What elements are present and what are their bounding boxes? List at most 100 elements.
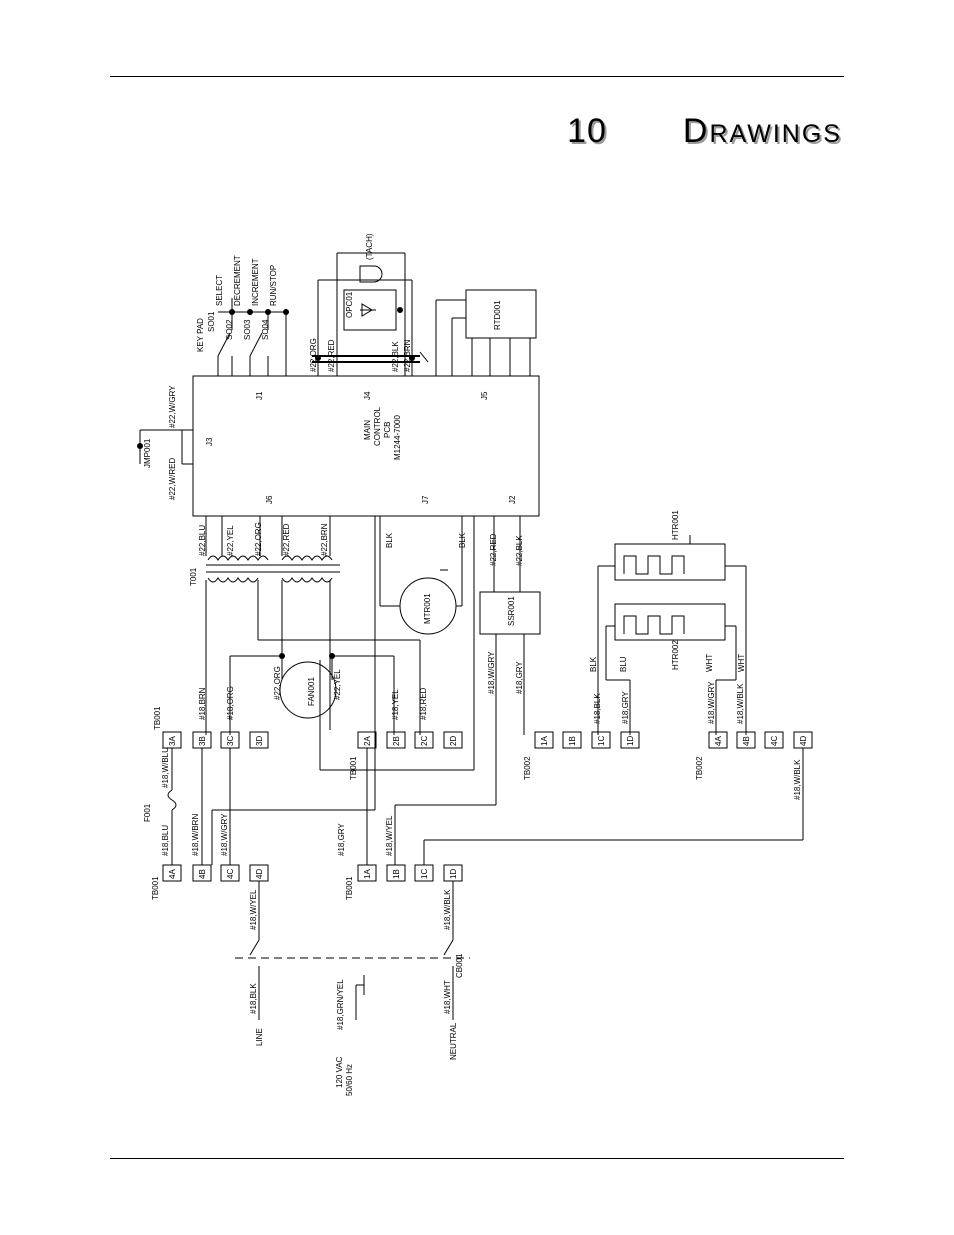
footer-rule	[110, 1158, 844, 1159]
tb002-left-label: TB002	[523, 756, 532, 780]
tb002-terminal-4a: 4A	[714, 736, 723, 746]
terminal-2b: 2B	[392, 736, 401, 746]
opto-wire-blk: #22,BLK	[391, 341, 400, 372]
supply-frequency: 50/60 Hz	[345, 1064, 354, 1096]
tb002-wire-4a: #18,W/GRY	[707, 681, 716, 724]
tb002-wire-1d: #18,GRY	[621, 691, 630, 724]
tb002-right-label: TB002	[695, 756, 704, 780]
connector-j4: J4	[363, 391, 372, 400]
motor-wire-blk-2: BLK	[458, 532, 467, 548]
connector-j7: J7	[421, 495, 430, 504]
ssr-label: SSR001	[507, 596, 516, 626]
wire-1a: #18,GRY	[337, 823, 346, 856]
section-heading: 10 DRAWINGS	[567, 112, 842, 162]
function-increment: INCREMENT	[251, 258, 260, 306]
jumper-wiring	[139, 429, 193, 465]
tb002-terminal-1a: 1A	[540, 736, 549, 746]
terminal-3b: 3B	[198, 736, 207, 746]
tb002-wire-4b: #18,W/BLK	[736, 683, 745, 724]
rtd-label: RTD001	[493, 300, 502, 330]
switch-so03: SO03	[243, 319, 252, 340]
tb002-wire-1c: #18,BLK	[593, 693, 602, 724]
fuse-label: F001	[143, 803, 152, 822]
tb001-upper-right-label: TB001	[349, 756, 358, 780]
heater-wire-blu: BLU	[619, 656, 628, 672]
terminal-1a: 1A	[363, 869, 372, 879]
switch-so01: SO01	[207, 311, 216, 332]
header-rule	[110, 76, 844, 77]
heater-wire-wht-2: WHT	[737, 654, 746, 672]
lower-wiring	[167, 748, 804, 1020]
heater-wire-wht-1: WHT	[705, 654, 714, 672]
wire-1b: #18,W/YEL	[385, 815, 394, 856]
jumper-label: JMP001	[143, 438, 152, 468]
motor	[211, 516, 463, 865]
wire-4c: #18,W/GRY	[220, 813, 229, 856]
breaker-label: CB001	[455, 953, 464, 978]
ssr-wire-red: #22,RED	[489, 533, 498, 566]
junction-dots	[137, 307, 415, 659]
ssr-wire-blk: #22,BLK	[515, 535, 524, 566]
transformer-wire-org: #22,ORG	[254, 522, 263, 556]
terminal-block-boxes	[162, 731, 813, 882]
main-control-pcb	[192, 375, 540, 517]
pcb-label-1: MAIN	[363, 420, 372, 440]
keypad-label: KEY PAD	[196, 318, 205, 352]
wire-3b: #18,BRN	[198, 687, 207, 720]
transformer	[205, 516, 421, 735]
switch-so04: SO04	[261, 319, 270, 340]
connector-j1: J1	[255, 391, 264, 400]
tb002-wire-4d: #18,W/BLK	[793, 759, 802, 800]
tb001-lower-left-label: TB001	[151, 876, 160, 900]
tb002-terminal-4c: 4C	[770, 736, 779, 746]
tb002-terminal-4d: 4D	[799, 736, 808, 746]
terminal-4c: 4C	[226, 869, 235, 879]
fan-wire-yel: #22,YEL	[333, 669, 342, 700]
terminal-1b: 1B	[392, 869, 401, 879]
section-title-rest: RAWINGS	[709, 120, 842, 148]
pcb-label-3: PCB	[383, 422, 392, 438]
ssr-wire-wgry: #18,W/GRY	[487, 651, 496, 694]
neutral-wire-label: #18,WHT	[443, 980, 452, 1014]
opto-wire-red: #22,RED	[327, 339, 336, 372]
transformer-wire-brn: #22,BRN	[320, 523, 329, 556]
supply-voltage: 120 VAC	[335, 1056, 344, 1088]
terminal-2c: 2C	[420, 736, 429, 746]
terminal-4b: 4B	[198, 869, 207, 879]
wire-4a-upper: #18,W/BLU	[161, 747, 170, 788]
tb001-lower-right-label: TB001	[345, 876, 354, 900]
connector-j6: J6	[265, 495, 274, 504]
wire-3c: #18,ORG	[226, 686, 235, 720]
terminal-3c: 3C	[226, 736, 235, 746]
transformer-wire-yel: #22,YEL	[226, 525, 235, 556]
wire-2b: #18,YEL	[391, 689, 400, 720]
transformer-wire-blu: #22,BLU	[198, 525, 207, 556]
tb002-terminal-1c: 1C	[597, 736, 606, 746]
fan-wire-org: #22,ORG	[273, 666, 282, 700]
jumper-wire-wred: #22,W/RED	[168, 458, 177, 500]
connector-j2: J2	[508, 495, 517, 504]
heater-2-label: HTR002	[671, 640, 680, 670]
pcb-label-4: M1244-7000	[393, 415, 402, 460]
wire-4a-lower: #18,BLU	[161, 825, 170, 856]
wire-2c: #18,RED	[419, 687, 428, 720]
heater-wire-blk: BLK	[589, 656, 598, 672]
wire-4b: #18,W/BRN	[191, 814, 200, 856]
tb002-terminal-1d: 1D	[626, 736, 635, 746]
opto-wire-brn: #22,BRN	[403, 339, 412, 372]
transformer-wire-red: #22,RED	[282, 523, 291, 556]
fan	[229, 655, 395, 735]
opto-label: OPC01	[345, 291, 354, 318]
solid-state-relay	[319, 516, 541, 865]
rtd-element	[435, 289, 537, 376]
ssr-wire-gry: #18,GRY	[515, 661, 524, 694]
neutral-label: NEUTRAL	[449, 1022, 458, 1060]
terminal-4d: 4D	[255, 869, 264, 879]
heaters	[597, 535, 747, 735]
terminal-3a: 3A	[168, 736, 177, 746]
pcb-label-2: CONTROL	[373, 406, 382, 446]
terminal-1c: 1C	[420, 869, 429, 879]
transformer-label: T001	[189, 567, 198, 586]
connector-j5: J5	[480, 391, 489, 400]
